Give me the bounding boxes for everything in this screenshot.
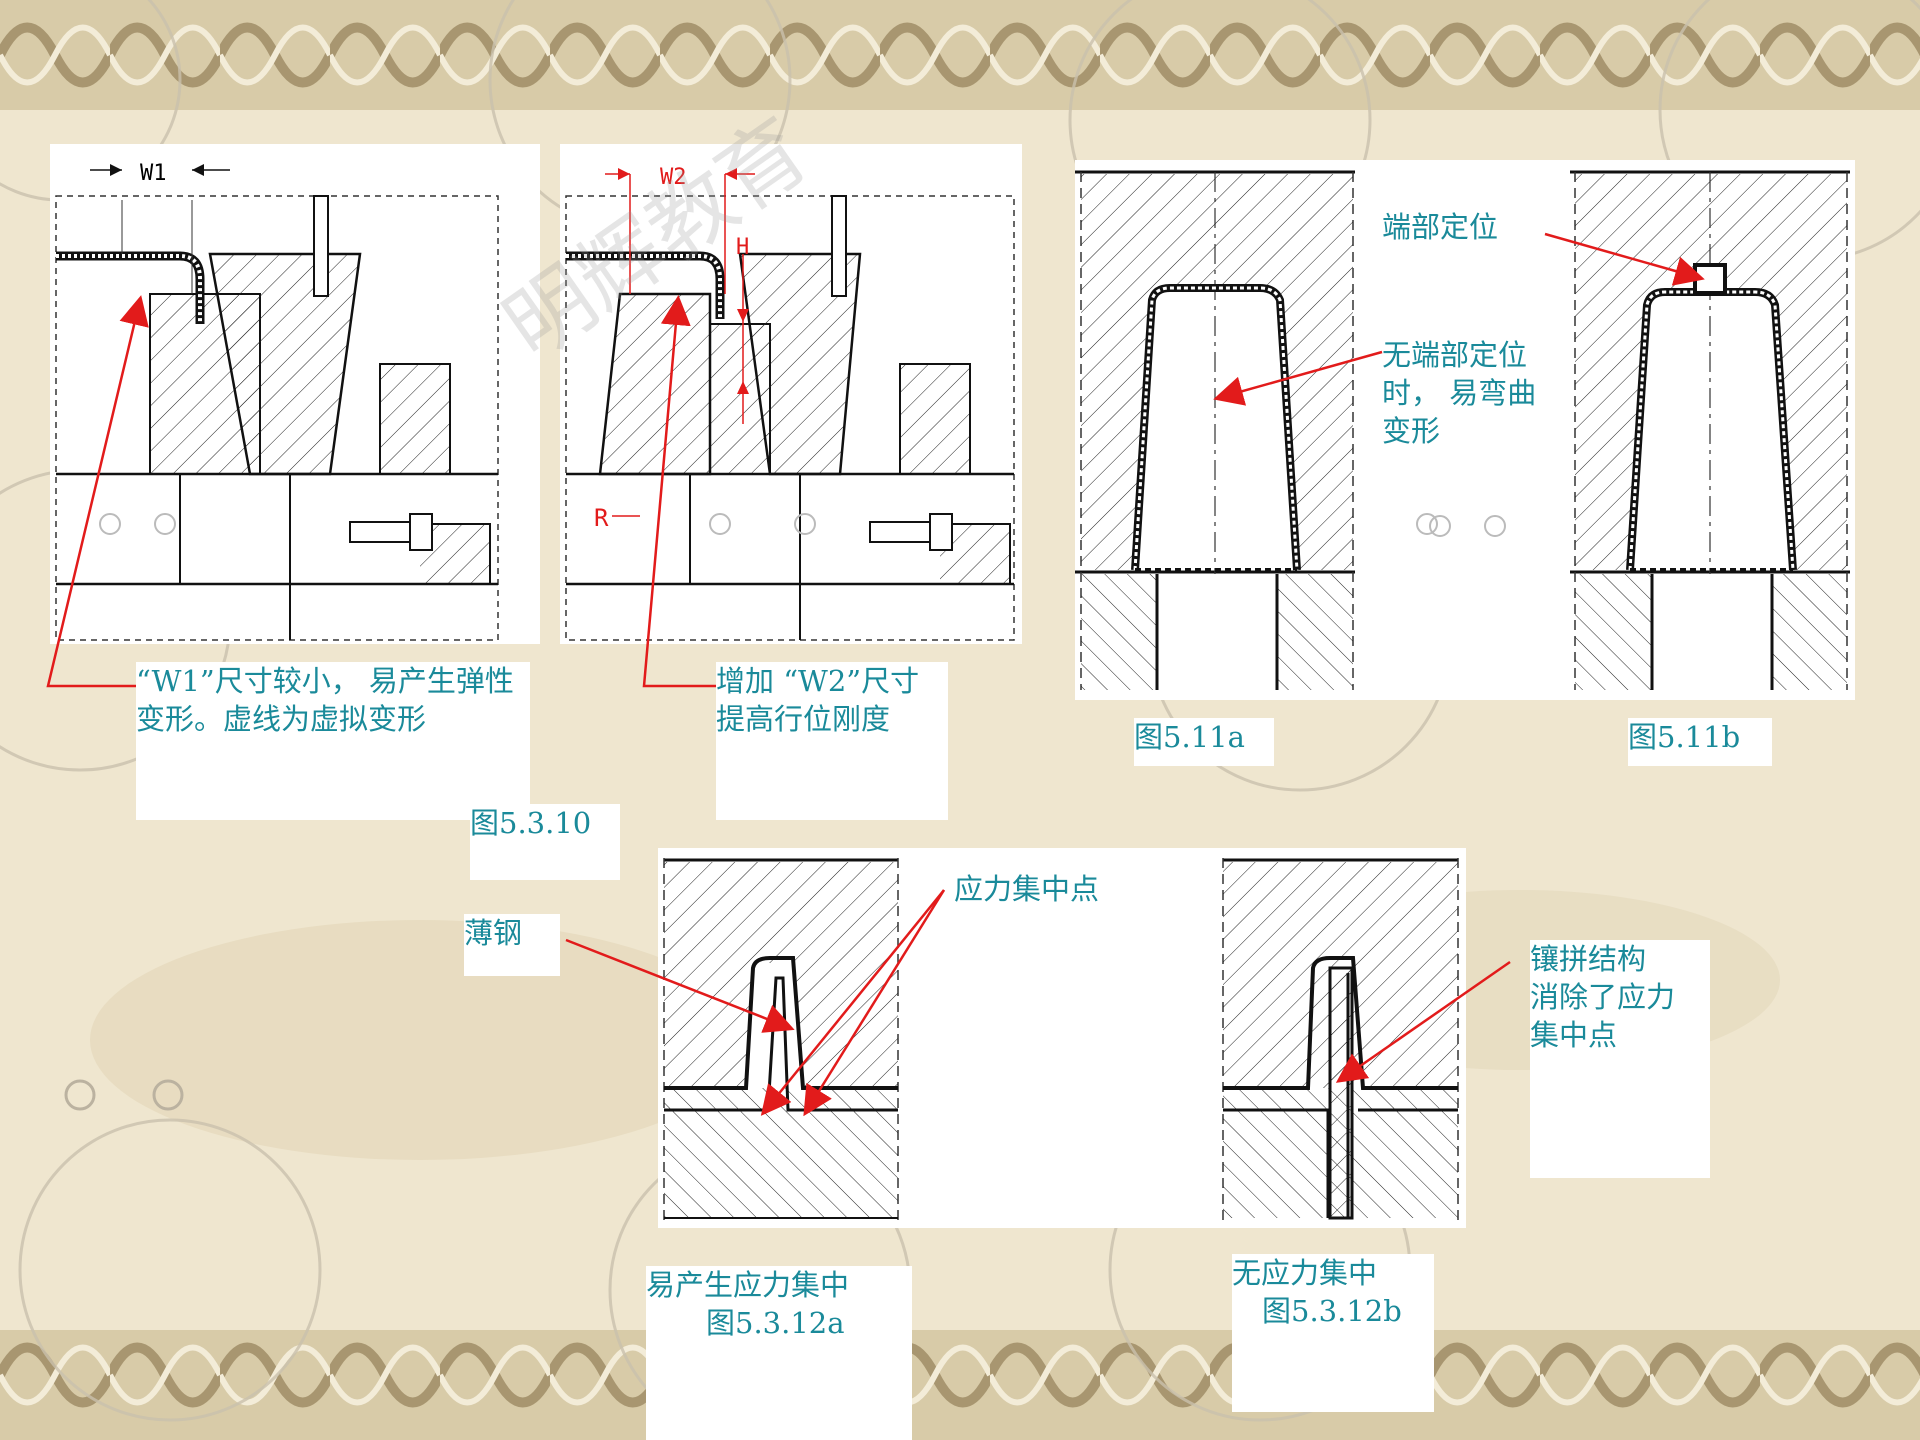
note-w1-line1: “W1”尺寸较小， 易产生弹性 <box>136 664 514 698</box>
note-w2-line2: 提高行位刚度 <box>716 702 891 736</box>
dim-w2-label: W2 <box>660 165 687 190</box>
note-thin-steel: 薄钢 <box>464 914 560 976</box>
dim-h-label: H <box>736 235 749 260</box>
caption-fig-5-3-10: 图5.3.10 <box>470 804 620 880</box>
note-end-locate: 端部定位 <box>1382 210 1499 244</box>
caption-12b-line1: 无应力集中 <box>1232 1256 1378 1290</box>
dim-r-label: R <box>594 504 609 532</box>
caption-fig-5-11b: 图5.11b <box>1628 718 1772 766</box>
note-w1-line2: 变形。虚线为虚拟变形 <box>136 702 427 736</box>
note-insert-line1: 镶拼结构 <box>1530 942 1647 976</box>
caption-fig-5-11a: 图5.11a <box>1134 718 1274 766</box>
note-no-locate-line3: 变形 <box>1382 414 1441 448</box>
dim-w1-label: W1 <box>140 161 167 186</box>
caption-fig-5-3-12b: 无应力集中 图5.3.12b <box>1232 1254 1434 1412</box>
caption-12a-line2: 图5.3.12a <box>706 1306 845 1340</box>
note-insert-line3: 集中点 <box>1530 1018 1618 1052</box>
note-insert-line2: 消除了应力 <box>1530 980 1676 1014</box>
note-no-locate-line1: 无端部定位 <box>1382 338 1528 372</box>
caption-12a-line1: 易产生应力集中 <box>646 1268 850 1302</box>
note-stress-point: 应力集中点 <box>954 872 1100 906</box>
fig-5-3-10-left-drawing: W1 <box>50 144 540 644</box>
note-insert-structure: 镶拼结构 消除了应力 集中点 <box>1530 940 1710 1178</box>
note-w2-increase: 增加 “W2”尺寸 提高行位刚度 <box>716 662 948 820</box>
caption-12b-line2: 图5.3.12b <box>1262 1294 1402 1328</box>
caption-fig-5-3-12a: 易产生应力集中 图5.3.12a <box>646 1266 912 1440</box>
note-w1-small: “W1”尺寸较小， 易产生弹性 变形。虚线为虚拟变形 <box>136 662 530 820</box>
note-w2-line1: 增加 “W2”尺寸 <box>716 664 920 698</box>
note-no-locate-line2: 时， 易弯曲 <box>1382 376 1537 410</box>
fig-5-3-10-right-drawing: W2 H R <box>560 144 1022 644</box>
note-no-end-locate: 无端部定位 时， 易弯曲 变形 <box>1382 336 1536 450</box>
